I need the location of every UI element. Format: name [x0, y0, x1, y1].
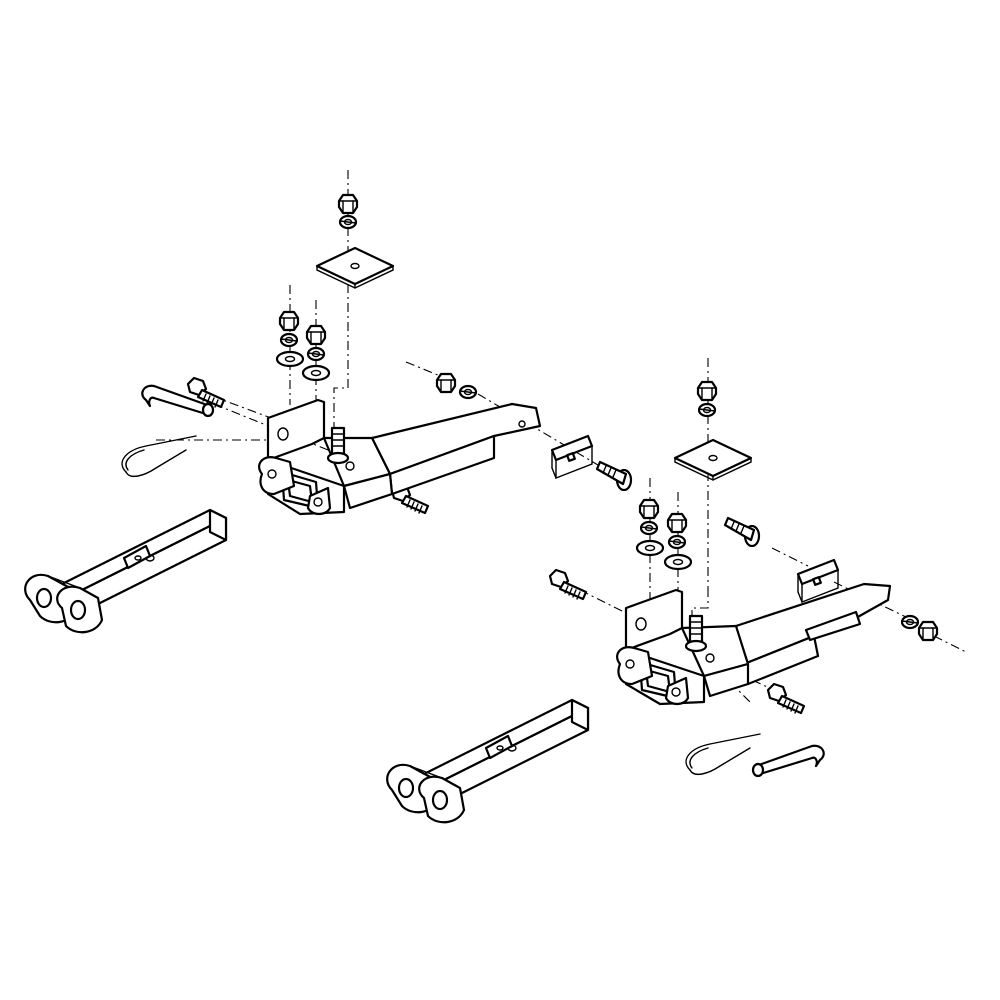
left-bracket-assembly — [258, 398, 542, 516]
hex-bolt-icon — [766, 682, 806, 715]
lock-washer-icon — [458, 384, 478, 400]
center-shank — [386, 698, 590, 824]
lock-washer-icon — [338, 214, 358, 230]
carriage-bolt-icon — [723, 516, 761, 548]
hex-nut-icon — [696, 380, 718, 402]
lock-washer-icon — [900, 614, 920, 630]
lock-washer-icon — [667, 534, 687, 550]
lock-washer-icon — [279, 332, 299, 348]
square-plate-washer-icon — [315, 246, 395, 290]
flat-washer-icon — [635, 539, 665, 557]
hex-nut-icon — [305, 324, 327, 346]
carriage-bolt-icon — [595, 460, 633, 492]
lock-washer-icon — [306, 346, 326, 362]
flat-washer-icon — [275, 350, 305, 368]
hex-nut-icon — [917, 620, 939, 642]
hair-pin-clip-icon — [685, 733, 761, 776]
hex-nut-icon — [435, 372, 457, 394]
hitch-pin-icon — [751, 744, 825, 778]
slotted-plate-icon — [550, 434, 594, 480]
lock-washer-icon — [697, 402, 717, 418]
hex-nut-icon — [337, 193, 359, 215]
hex-bolt-icon — [548, 568, 588, 601]
hex-nut-icon — [278, 310, 300, 332]
hair-pin-clip-icon — [121, 435, 197, 478]
flat-washer-icon — [663, 553, 693, 571]
lock-washer-icon — [639, 520, 659, 536]
right-bracket-assembly — [616, 582, 892, 706]
left-shank — [24, 508, 228, 634]
right-hardware-stack — [548, 380, 939, 778]
hex-nut-icon — [638, 498, 660, 520]
hex-nut-icon — [666, 512, 688, 534]
flat-washer-icon — [301, 364, 331, 382]
square-plate-washer-icon — [673, 438, 753, 482]
